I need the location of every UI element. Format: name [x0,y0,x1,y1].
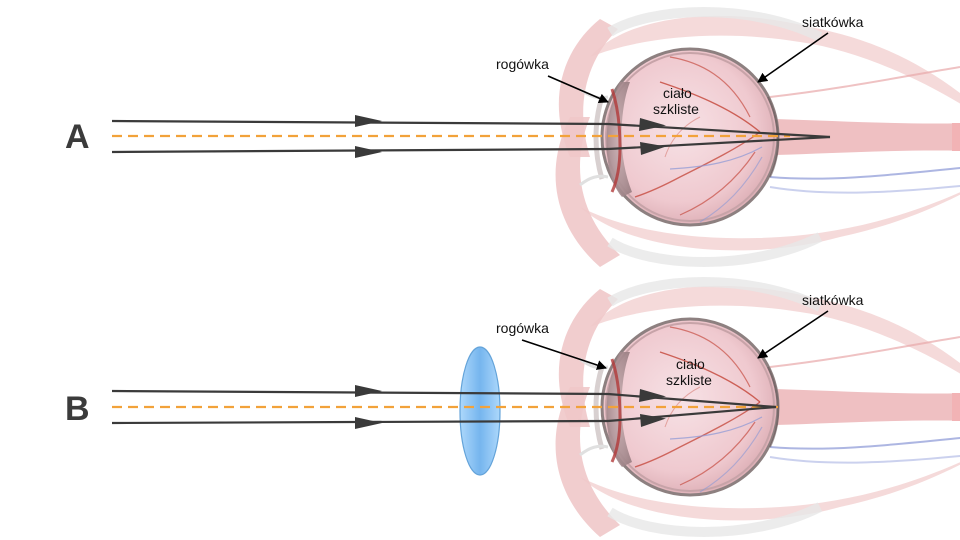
label-vitreous-line2-b: szkliste [666,372,712,388]
refracted-ray-lower-b [607,405,777,423]
label-retina-a: siatkówka [802,14,864,30]
panel-a: A rogówka ciało szkliste siatkówka [65,12,960,267]
ray-arrowhead-lower-outer-b [355,417,382,429]
eye-illustration-a [556,12,960,267]
pointer-retina-b [757,310,829,359]
label-cornea-b: rogówka [496,320,549,336]
ray-arrowhead-upper-outer-b [355,385,382,397]
ray-arrowhead-lower-inner-b [640,414,666,427]
corrective-lens [459,346,501,476]
panel-b: B rogówka ciało szkliste siatkówka [65,282,960,537]
ray-arrowhead-upper-inner-a [639,118,666,131]
label-retina-b: siatkówka [802,292,864,308]
pointer-cornea-b [521,339,607,370]
panel-letter-a: A [65,118,90,156]
ray-arrowhead-upper-outer-a [355,115,382,127]
pointer-retina-a [757,32,829,83]
panel-letter-b: B [65,390,90,428]
pointer-cornea-a [547,75,609,104]
refracted-ray-upper-b [607,392,777,409]
label-vitreous-line1-a: ciało [663,85,692,101]
label-vitreous-line2-a: szkliste [653,101,699,117]
ray-arrowhead-lower-outer-a [355,146,382,158]
label-cornea-a: rogówka [496,56,549,72]
label-vitreous-line1-b: ciało [676,356,705,372]
ray-arrowhead-upper-inner-b [639,389,666,402]
ray-arrowhead-lower-inner-a [640,142,666,155]
